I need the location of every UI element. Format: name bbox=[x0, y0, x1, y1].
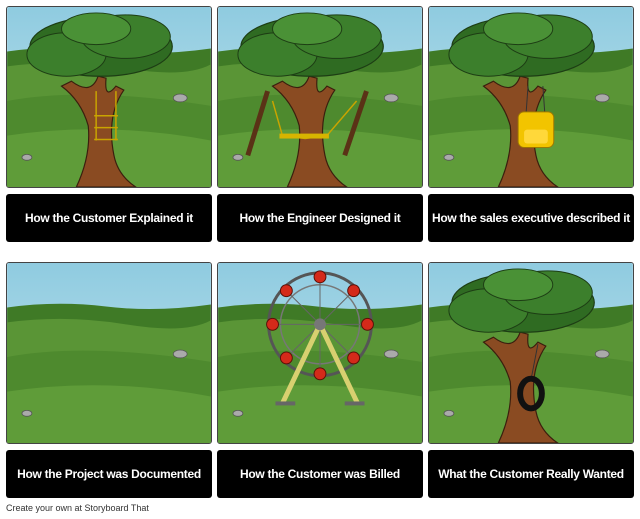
caption: How the Engineer Designed it bbox=[217, 194, 423, 242]
armchair-icon bbox=[517, 86, 555, 148]
scene-empty-field bbox=[6, 262, 212, 444]
caption: How the Customer was Billed bbox=[217, 450, 423, 498]
storyboard-that-credit-link[interactable]: Create your own at Storyboard That bbox=[6, 503, 149, 513]
caption: How the sales executive described it bbox=[428, 194, 634, 242]
caption: How the Project was Documented bbox=[6, 450, 212, 498]
caption: How the Customer Explained it bbox=[6, 194, 212, 242]
a-frame-swing-icon bbox=[245, 90, 369, 157]
scene-tree-a-frame-swing bbox=[217, 6, 423, 188]
caption: What the Customer Really Wanted bbox=[428, 450, 634, 498]
scene-ferris-wheel bbox=[217, 262, 423, 444]
scene-tree-armchair-swing bbox=[428, 6, 634, 188]
scene-tree-three-tier-swing bbox=[6, 6, 212, 188]
ferris-wheel-icon bbox=[266, 270, 374, 406]
scene-tree-tire-swing bbox=[428, 262, 634, 444]
tire-swing-icon bbox=[517, 344, 545, 412]
swing-icon bbox=[94, 91, 118, 141]
